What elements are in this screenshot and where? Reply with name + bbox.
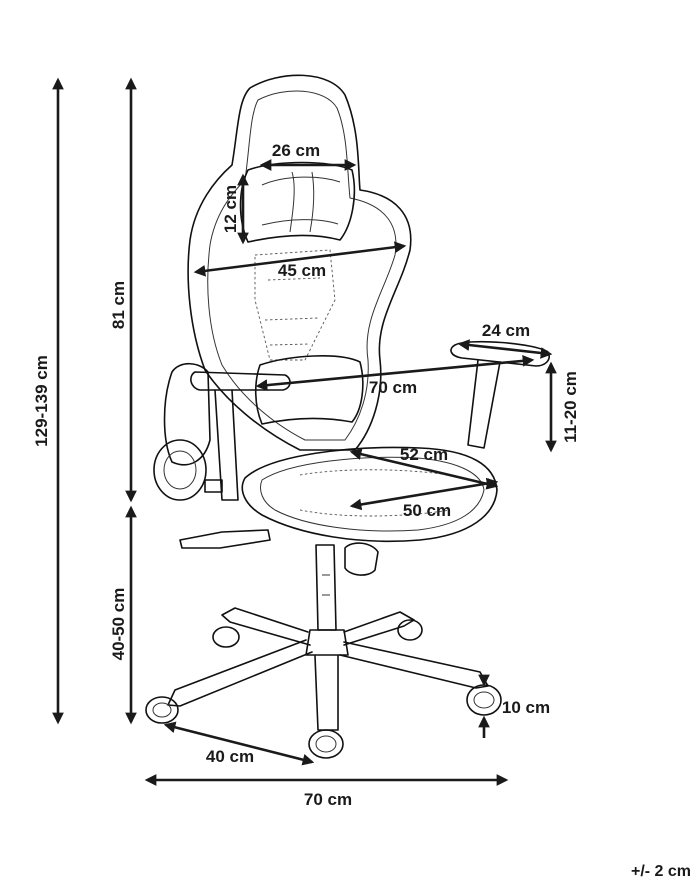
arrow-backrest-width [193, 241, 407, 277]
arrow-leg-length [163, 721, 315, 766]
label-base-width: 70 cm [304, 790, 352, 809]
arrow-outer-width [255, 355, 535, 391]
arrow-seat-width [349, 477, 499, 511]
label-armrest-height: 11-20 cm [561, 371, 580, 443]
label-backrest-width: 45 cm [278, 261, 326, 280]
label-backrest-height: 81 cm [109, 281, 128, 329]
label-leg-length: 40 cm [206, 747, 254, 766]
label-armrest-length: 24 cm [482, 321, 530, 340]
caster-wheels [145, 619, 502, 759]
label-total-height: 129-139 cm [32, 355, 51, 447]
arrow-armrest-length [457, 339, 553, 359]
label-seat-depth: 52 cm [400, 445, 448, 464]
label-headrest-width: 26 cm [272, 141, 320, 160]
dimension-arrows [52, 77, 557, 786]
label-seat-height: 40-50 cm [109, 588, 128, 661]
label-caster-size: 10 cm [502, 698, 550, 717]
label-outer-width: 70 cm [369, 378, 417, 397]
tolerance-note: +/- 2 cm [631, 863, 691, 880]
chair-outline [145, 74, 550, 759]
label-headrest-height: 12 cm [221, 185, 240, 233]
label-seat-width: 50 cm [403, 501, 451, 520]
